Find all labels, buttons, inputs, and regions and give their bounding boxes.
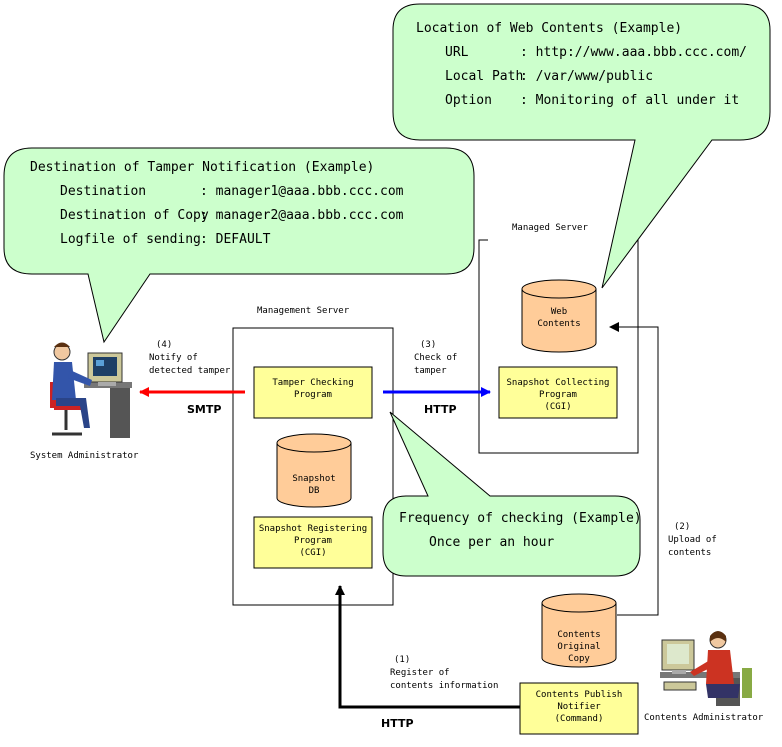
destination-copy-value: : manager2@aaa.bbb.ccc.com (200, 208, 404, 223)
logfile-key: Logfile of sending (60, 232, 201, 247)
svg-text:Check of: Check of (414, 353, 457, 363)
frequency-title: Frequency of checking (Example) (399, 511, 642, 526)
svg-text:tamper: tamper (414, 366, 447, 376)
web-db-line-1: Web (551, 307, 567, 317)
original-db-line-1: Contents (557, 630, 600, 640)
system-administrator-icon (50, 342, 132, 438)
notifier-line-2: Notifier (557, 702, 601, 712)
snapshot-db: Snapshot DB (276, 433, 352, 508)
step-3-label: (3) Check of tamper (414, 340, 457, 376)
snapshot-registering-program: Snapshot Registering Program (CGI) (253, 516, 373, 569)
local-path-value: : /var/www/public (520, 69, 653, 84)
checker-line-1: Tamper Checking (272, 378, 353, 388)
notifier-line-3: (Command) (555, 714, 604, 724)
web-contents-callout: Location of Web Contents (Example) URL :… (392, 3, 771, 289)
svg-text:(4): (4) (156, 340, 172, 350)
snapshot-db-line-2: DB (309, 486, 320, 496)
contents-administrator-icon (660, 631, 752, 706)
url-key: URL (445, 45, 469, 60)
svg-text:Upload of: Upload of (668, 535, 717, 545)
web-contents-title: Location of Web Contents (Example) (416, 21, 682, 36)
destination-value: : manager1@aaa.bbb.ccc.com (200, 184, 404, 199)
svg-text:contents: contents (668, 548, 711, 558)
contents-administrator-label: Contents Administrator (644, 713, 764, 723)
registrar-line-3: (CGI) (299, 548, 326, 558)
frequency-value: Once per an hour (429, 535, 554, 550)
smtp-label: SMTP (187, 403, 221, 416)
logfile-value: : DEFAULT (200, 232, 271, 247)
tamper-notification-title: Destination of Tamper Notification (Exam… (30, 160, 374, 175)
contents-publish-notifier: Contents Publish Notifier (Command) (519, 682, 639, 735)
web-contents-db: Web Contents (521, 279, 597, 353)
step-1-label: (1) Register of contents information (390, 655, 498, 691)
svg-text:(3): (3) (420, 340, 436, 350)
option-key: Option (445, 93, 492, 108)
destination-key: Destination (60, 184, 146, 199)
management-server-label: Management Server (257, 306, 350, 316)
step-4-label: (4) Notify of detected tamper (149, 340, 231, 376)
upload-arrow (609, 322, 659, 616)
http-check-label: HTTP (424, 403, 457, 416)
svg-text:(2): (2) (674, 522, 690, 532)
system-administrator-label: System Administrator (30, 451, 139, 461)
svg-text:(1): (1) (394, 655, 410, 665)
svg-text:detected tamper: detected tamper (149, 366, 231, 376)
http-register-arrow (335, 585, 520, 709)
destination-copy-key: Destination of Copy (60, 208, 209, 223)
http-register-label: HTTP (381, 717, 414, 730)
snapshot-db-line-1: Snapshot (292, 474, 335, 484)
registrar-line-1: Snapshot Registering (259, 524, 367, 534)
snapshot-collecting-program: Snapshot Collecting Program (CGI) (498, 366, 618, 419)
notifier-line-1: Contents Publish (536, 690, 623, 700)
local-path-key: Local Path (445, 69, 523, 84)
step-2-label: (2) Upload of contents (668, 522, 717, 558)
frequency-callout: Frequency of checking (Example) Once per… (382, 411, 642, 577)
original-db-line-3: Copy (568, 654, 590, 664)
url-value: : http://www.aaa.bbb.ccc.com/ (520, 45, 747, 60)
collector-line-3: (CGI) (544, 402, 571, 412)
svg-text:Register of: Register of (390, 668, 450, 678)
original-db-line-2: Original (557, 642, 600, 652)
tamper-notification-callout: Destination of Tamper Notification (Exam… (3, 147, 475, 344)
contents-original-copy-db: Contents Original Copy (541, 593, 617, 668)
option-value: : Monitoring of all under it (520, 93, 739, 108)
web-db-line-2: Contents (537, 319, 580, 329)
management-server: Management Server (232, 306, 394, 606)
tamper-checking-program: Tamper Checking Program (253, 366, 373, 419)
collector-line-1: Snapshot Collecting (507, 378, 610, 388)
svg-text:Notify of: Notify of (149, 353, 198, 363)
managed-server-label: Managed Server (512, 223, 588, 233)
registrar-line-2: Program (294, 536, 332, 546)
collector-line-2: Program (539, 390, 577, 400)
checker-line-2: Program (294, 390, 332, 400)
svg-text:contents information: contents information (390, 681, 498, 691)
